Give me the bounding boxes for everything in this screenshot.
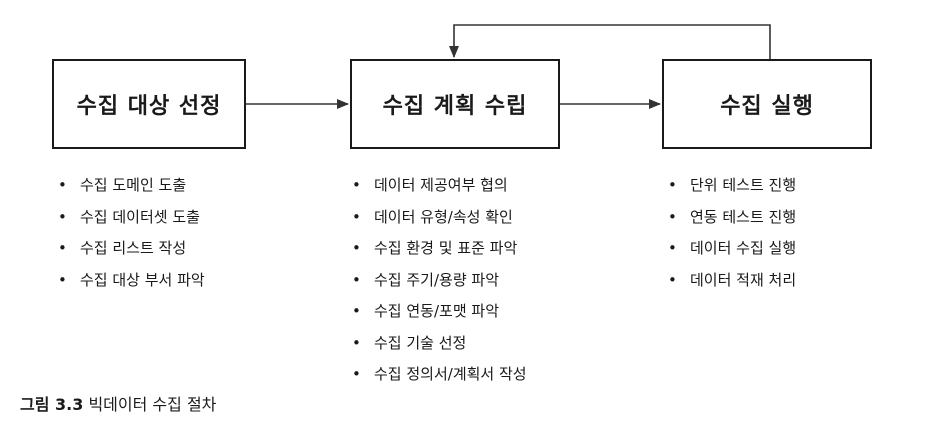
figure-caption-text: 빅데이터 수집 절차	[88, 395, 217, 414]
list-item: 수집 환경 및 표준 파악	[352, 233, 527, 265]
list-item: 수집 리스트 작성	[58, 233, 205, 265]
list-item: 단위 테스트 진행	[668, 170, 796, 202]
step-title: 수집 계획 수립	[382, 94, 528, 119]
step-title: 수집 실행	[720, 94, 814, 119]
list-item: 연동 테스트 진행	[668, 202, 796, 234]
list-item: 데이터 제공여부 협의	[352, 170, 527, 202]
figure-caption: 그림 3.3 빅데이터 수집 절차	[20, 391, 216, 415]
step3-task-list: 단위 테스트 진행 연동 테스트 진행 데이터 수집 실행 데이터 적재 처리	[668, 170, 796, 296]
list-item: 수집 주기/용량 파악	[352, 265, 527, 297]
step-title: 수집 대상 선정	[76, 94, 222, 119]
list-item: 데이터 적재 처리	[668, 265, 796, 297]
step1-task-list: 수집 도메인 도출 수집 데이터셋 도출 수집 리스트 작성 수집 대상 부서 …	[58, 170, 205, 296]
step-box-target-selection: 수집 대상 선정	[52, 59, 246, 149]
arrow-feedback-step3-to-step2	[449, 24, 771, 59]
list-item: 수집 정의서/계획서 작성	[352, 359, 527, 391]
list-item: 수집 기술 선정	[352, 328, 527, 360]
list-item: 수집 연동/포맷 파악	[352, 296, 527, 328]
step-box-execution: 수집 실행	[662, 59, 872, 149]
figure-number: 그림 3.3	[20, 395, 84, 414]
step-box-plan: 수집 계획 수립	[350, 59, 560, 149]
list-item: 수집 도메인 도출	[58, 170, 205, 202]
list-item: 데이터 수집 실행	[668, 233, 796, 265]
list-item: 데이터 유형/속성 확인	[352, 202, 527, 234]
step2-task-list: 데이터 제공여부 협의 데이터 유형/속성 확인 수집 환경 및 표준 파악 수…	[352, 170, 527, 391]
list-item: 수집 데이터셋 도출	[58, 202, 205, 234]
list-item: 수집 대상 부서 파악	[58, 265, 205, 297]
